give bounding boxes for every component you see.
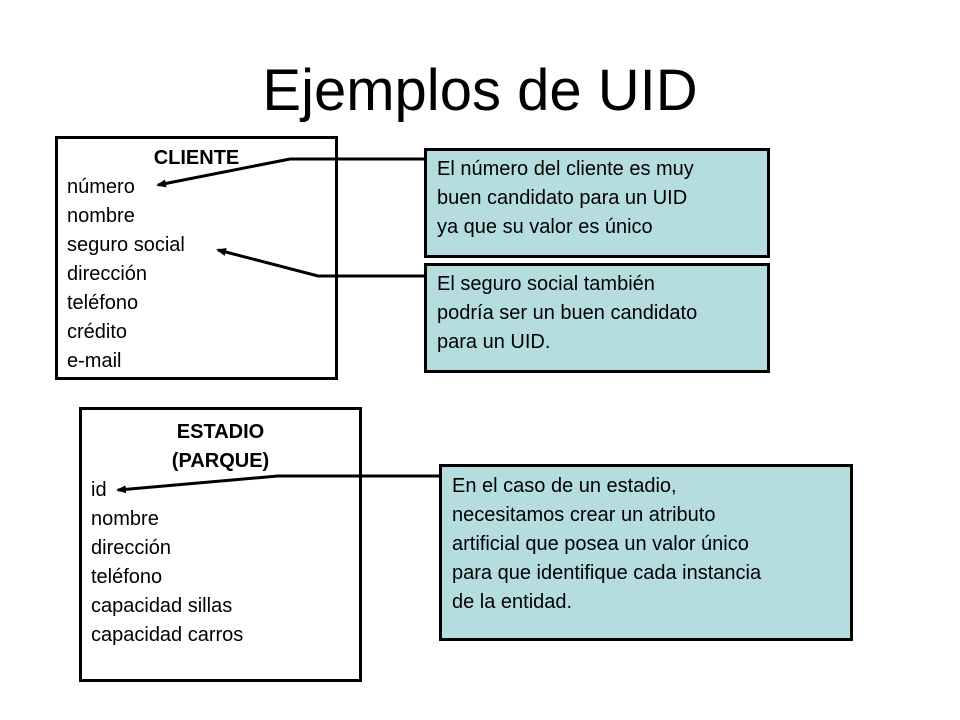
note-seguro-social-uid: El seguro social también podría ser un b… xyxy=(424,263,770,373)
slide-title: Ejemplos de UID xyxy=(262,58,698,123)
attribute-telefono: teléfono xyxy=(67,292,139,314)
note-numero-uid: El número del cliente es muy buen candid… xyxy=(424,148,770,258)
attribute-credito: crédito xyxy=(67,321,128,343)
attribute-numero: número xyxy=(67,176,135,198)
note-line: necesitamos crear un atributo xyxy=(452,504,716,526)
attribute-id: id xyxy=(91,479,107,501)
attribute-direccion: dirección xyxy=(91,537,172,559)
note-line: para que identifique cada instancia xyxy=(452,562,762,584)
entity-estadio: ESTADIO (PARQUE) id nombre dirección tel… xyxy=(79,407,362,682)
note-line: podría ser un buen candidato xyxy=(437,302,698,324)
attribute-direccion: dirección xyxy=(67,263,148,285)
arrow-to-id xyxy=(116,474,439,494)
note-line: para un UID. xyxy=(437,331,551,353)
attribute-capacidad-sillas: capacidad sillas xyxy=(91,595,233,617)
note-line: El seguro social también xyxy=(437,273,655,295)
note-line: buen candidato para un UID xyxy=(437,187,688,209)
note-estadio-uid: En el caso de un estadio, necesitamos cr… xyxy=(439,464,853,641)
arrow-to-numero xyxy=(156,157,424,188)
note-line: ya que su valor es único xyxy=(437,216,653,238)
note-line: En el caso de un estadio, xyxy=(452,475,677,497)
entity-title: CLIENTE xyxy=(153,147,240,169)
attribute-seguro-social: seguro social xyxy=(67,234,185,256)
entity-title-line2: (PARQUE) xyxy=(171,450,270,472)
attribute-nombre: nombre xyxy=(91,508,159,530)
note-line: de la entidad. xyxy=(452,591,573,613)
arrow-to-seguro-social xyxy=(216,248,424,278)
entity-title-line1: ESTADIO xyxy=(176,421,265,443)
note-line: artificial que posea un valor único xyxy=(452,533,749,555)
attribute-capacidad-carros: capacidad carros xyxy=(91,624,244,646)
note-line: El número del cliente es muy xyxy=(437,158,694,180)
attribute-telefono: teléfono xyxy=(91,566,163,588)
attribute-nombre: nombre xyxy=(67,205,135,227)
attribute-email: e-mail xyxy=(67,350,122,372)
